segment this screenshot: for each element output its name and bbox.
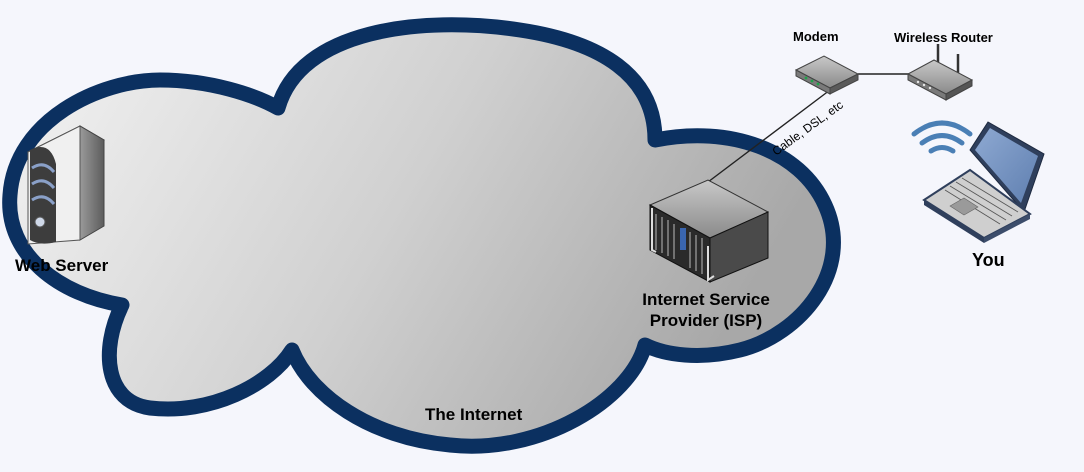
modem-icon	[794, 55, 860, 95]
modem-label: Modem	[793, 29, 839, 44]
you-label: You	[972, 250, 1005, 270]
server-tower-icon	[26, 125, 106, 245]
isp-label-line-2: Provider (ISP)	[649, 311, 763, 330]
internet-cloud	[2, 17, 841, 454]
wireless-router-icon	[906, 44, 974, 101]
wifi-signal-icon	[911, 120, 973, 154]
isp-label-line-1: Internet Service	[642, 290, 770, 309]
wireless-router-label: Wireless Router	[894, 30, 993, 45]
laptop-icon	[922, 121, 1045, 243]
isp-modem-connection-line	[707, 89, 831, 183]
rack-server-icon	[648, 179, 770, 283]
isp-label: Internet Service Provider (ISP)	[622, 289, 790, 331]
internet-label: The Internet	[425, 405, 523, 424]
web-server-label: Web Server	[15, 256, 109, 275]
